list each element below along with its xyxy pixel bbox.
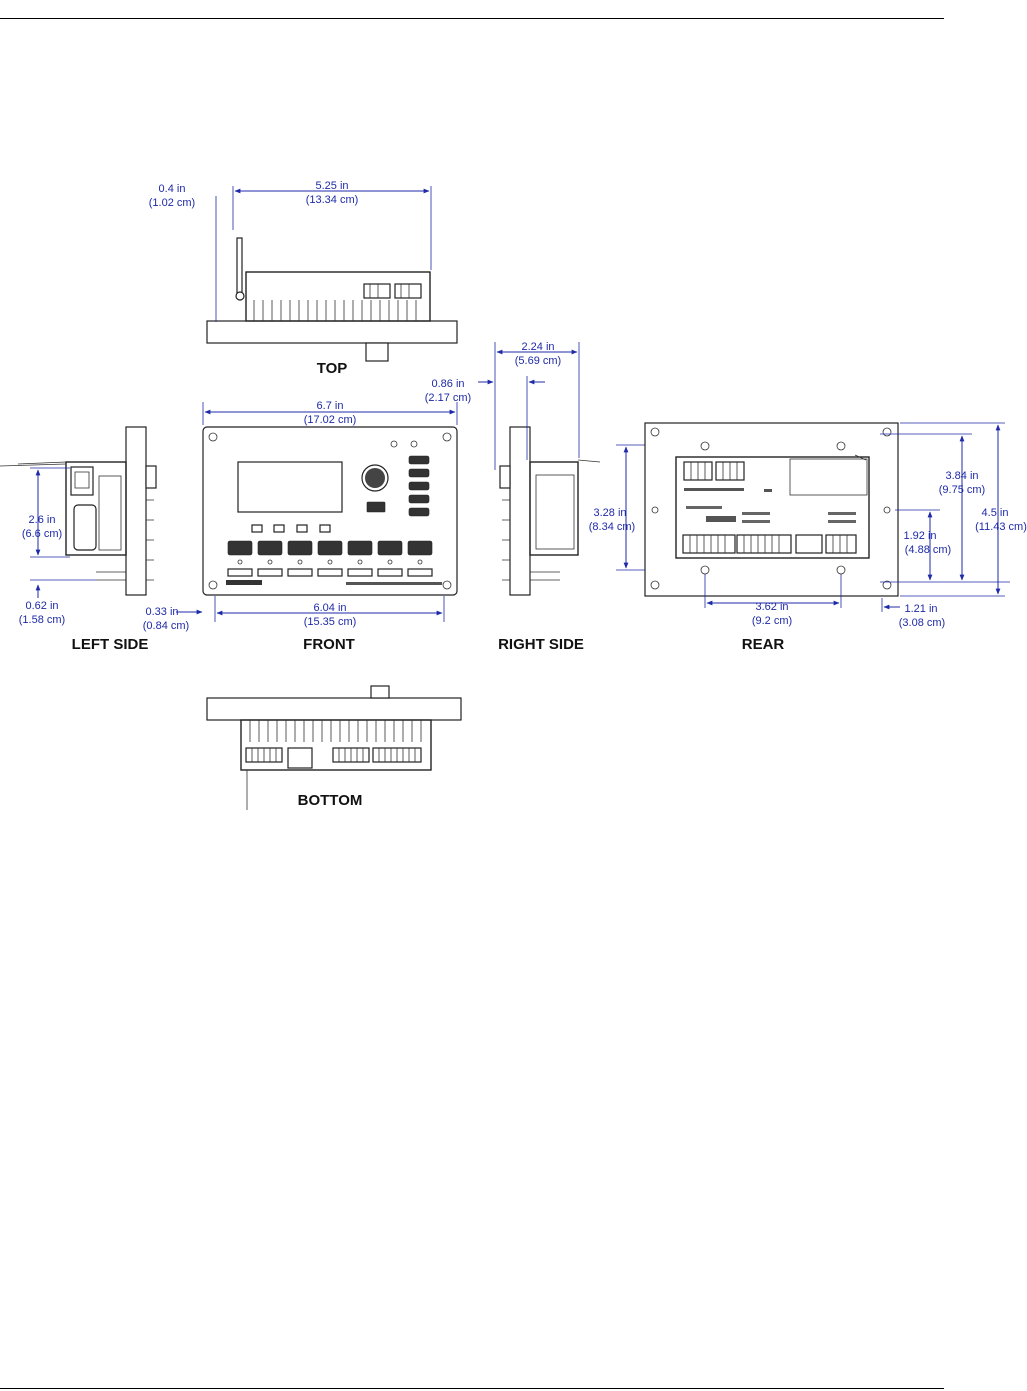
label-rear: REAR [742,636,785,653]
left-body [65,461,127,556]
dim-rear-half-in: 1.92 in [903,530,936,542]
left-rj45 [70,466,94,496]
bottom-body [240,719,432,771]
top-faceplate [206,320,458,344]
front-view: 6.7 in (17.02 cm) 6.04 in (15.35 cm) 0.3… [143,400,458,653]
dim-left-offset-in: 0.62 in [25,600,58,612]
rear-view: 3.84 in (9.75 cm) 4.5 in (11.43 cm) 1.92… [644,422,1027,653]
top-connector-2 [394,283,422,299]
dim-left-offset-cm: (1.58 cm) [19,614,65,626]
label-front: FRONT [303,636,355,653]
dim-rear-hole-v-in: 3.84 in [945,470,978,482]
label-bottom: BOTTOM [298,792,363,809]
label-right-side: RIGHT SIDE [498,636,584,653]
rear-connector-com [682,534,736,554]
dim-front-width-in: 6.7 in [317,400,344,412]
dim-rear-edge-in: 1.21 in [904,603,937,615]
dim-front-width-cm: (17.02 cm) [304,414,357,426]
rear-plate [644,422,899,597]
left-module [73,504,97,551]
dim-top-width-cm: (13.34 cm) [306,194,359,206]
dim-front-margin-cm: (0.84 cm) [143,620,189,632]
top-fins [253,300,417,321]
dim-front-inner-cm: (15.35 cm) [304,616,357,628]
dim-rear-hole-v-cm: (9.75 cm) [939,484,985,496]
bottom-view: BOTTOM [206,685,462,810]
dim-right-height-cm: (8.34 cm) [589,521,635,533]
rear-connector-lan [795,534,823,554]
dim-rear-edge-cm: (3.08 cm) [899,617,945,629]
dim-top-offset-in: 0.4 in [159,183,186,195]
top-antenna-base [235,291,245,301]
right-knob [499,465,511,489]
front-lcd [237,461,343,513]
bottom-knob [370,685,390,699]
dim-top-width-in: 5.25 in [315,180,348,192]
top-view: 5.25 in (13.34 cm) 0.4 in (1.02 cm) TOP [149,180,458,377]
left-knob [145,465,157,489]
dim-right-step-cm: (2.17 cm) [425,392,471,404]
left-side-view: 2.6 in (6.6 cm) 0.62 in (1.58 cm) LEFT S… [0,426,157,653]
dim-right-step-in: 0.86 in [431,378,464,390]
right-side-view: 2.24 in (5.69 cm) 0.86 in (2.17 cm) 3.28… [425,341,700,653]
right-body [529,461,579,556]
front-logo [226,580,262,585]
dim-left-height-cm: (6.6 cm) [22,528,62,540]
dim-rear-hole-h-cm: (9.2 cm) [752,615,792,627]
dim-rear-total-in: 4.5 in [982,507,1009,519]
label-left-side: LEFT SIDE [72,636,149,653]
dim-right-depth-cm: (5.69 cm) [515,355,561,367]
dim-front-inner-in: 6.04 in [313,602,346,614]
dim-left-height-in: 2.6 in [29,514,56,526]
left-faceplate [125,426,147,596]
dim-rear-hole-h-in: 3.62 in [755,601,788,613]
top-knob [365,342,389,362]
rear-connector-relays [736,534,792,554]
dim-right-height-in: 3.28 in [593,507,626,519]
top-antenna [236,237,243,297]
front-preset-buttons [227,540,433,577]
rear-connector-inputs [825,534,857,554]
bottom-faceplate [206,697,462,721]
dim-top-offset-cm: (1.02 cm) [149,197,195,209]
top-connector-1 [363,283,391,299]
dim-rear-half-cm: (4.88 cm) [905,544,951,556]
dim-front-margin-in: 0.33 in [145,606,178,618]
front-model-text [346,582,442,585]
label-top: TOP [317,360,348,377]
header-rule [0,18,944,19]
top-body [245,271,431,322]
dim-right-depth-in: 2.24 in [521,341,554,353]
dim-rear-total-cm: (11.43 cm) [975,521,1027,533]
front-small-buttons [251,524,331,533]
footer-rule [0,1388,944,1389]
rear-body [675,456,870,559]
